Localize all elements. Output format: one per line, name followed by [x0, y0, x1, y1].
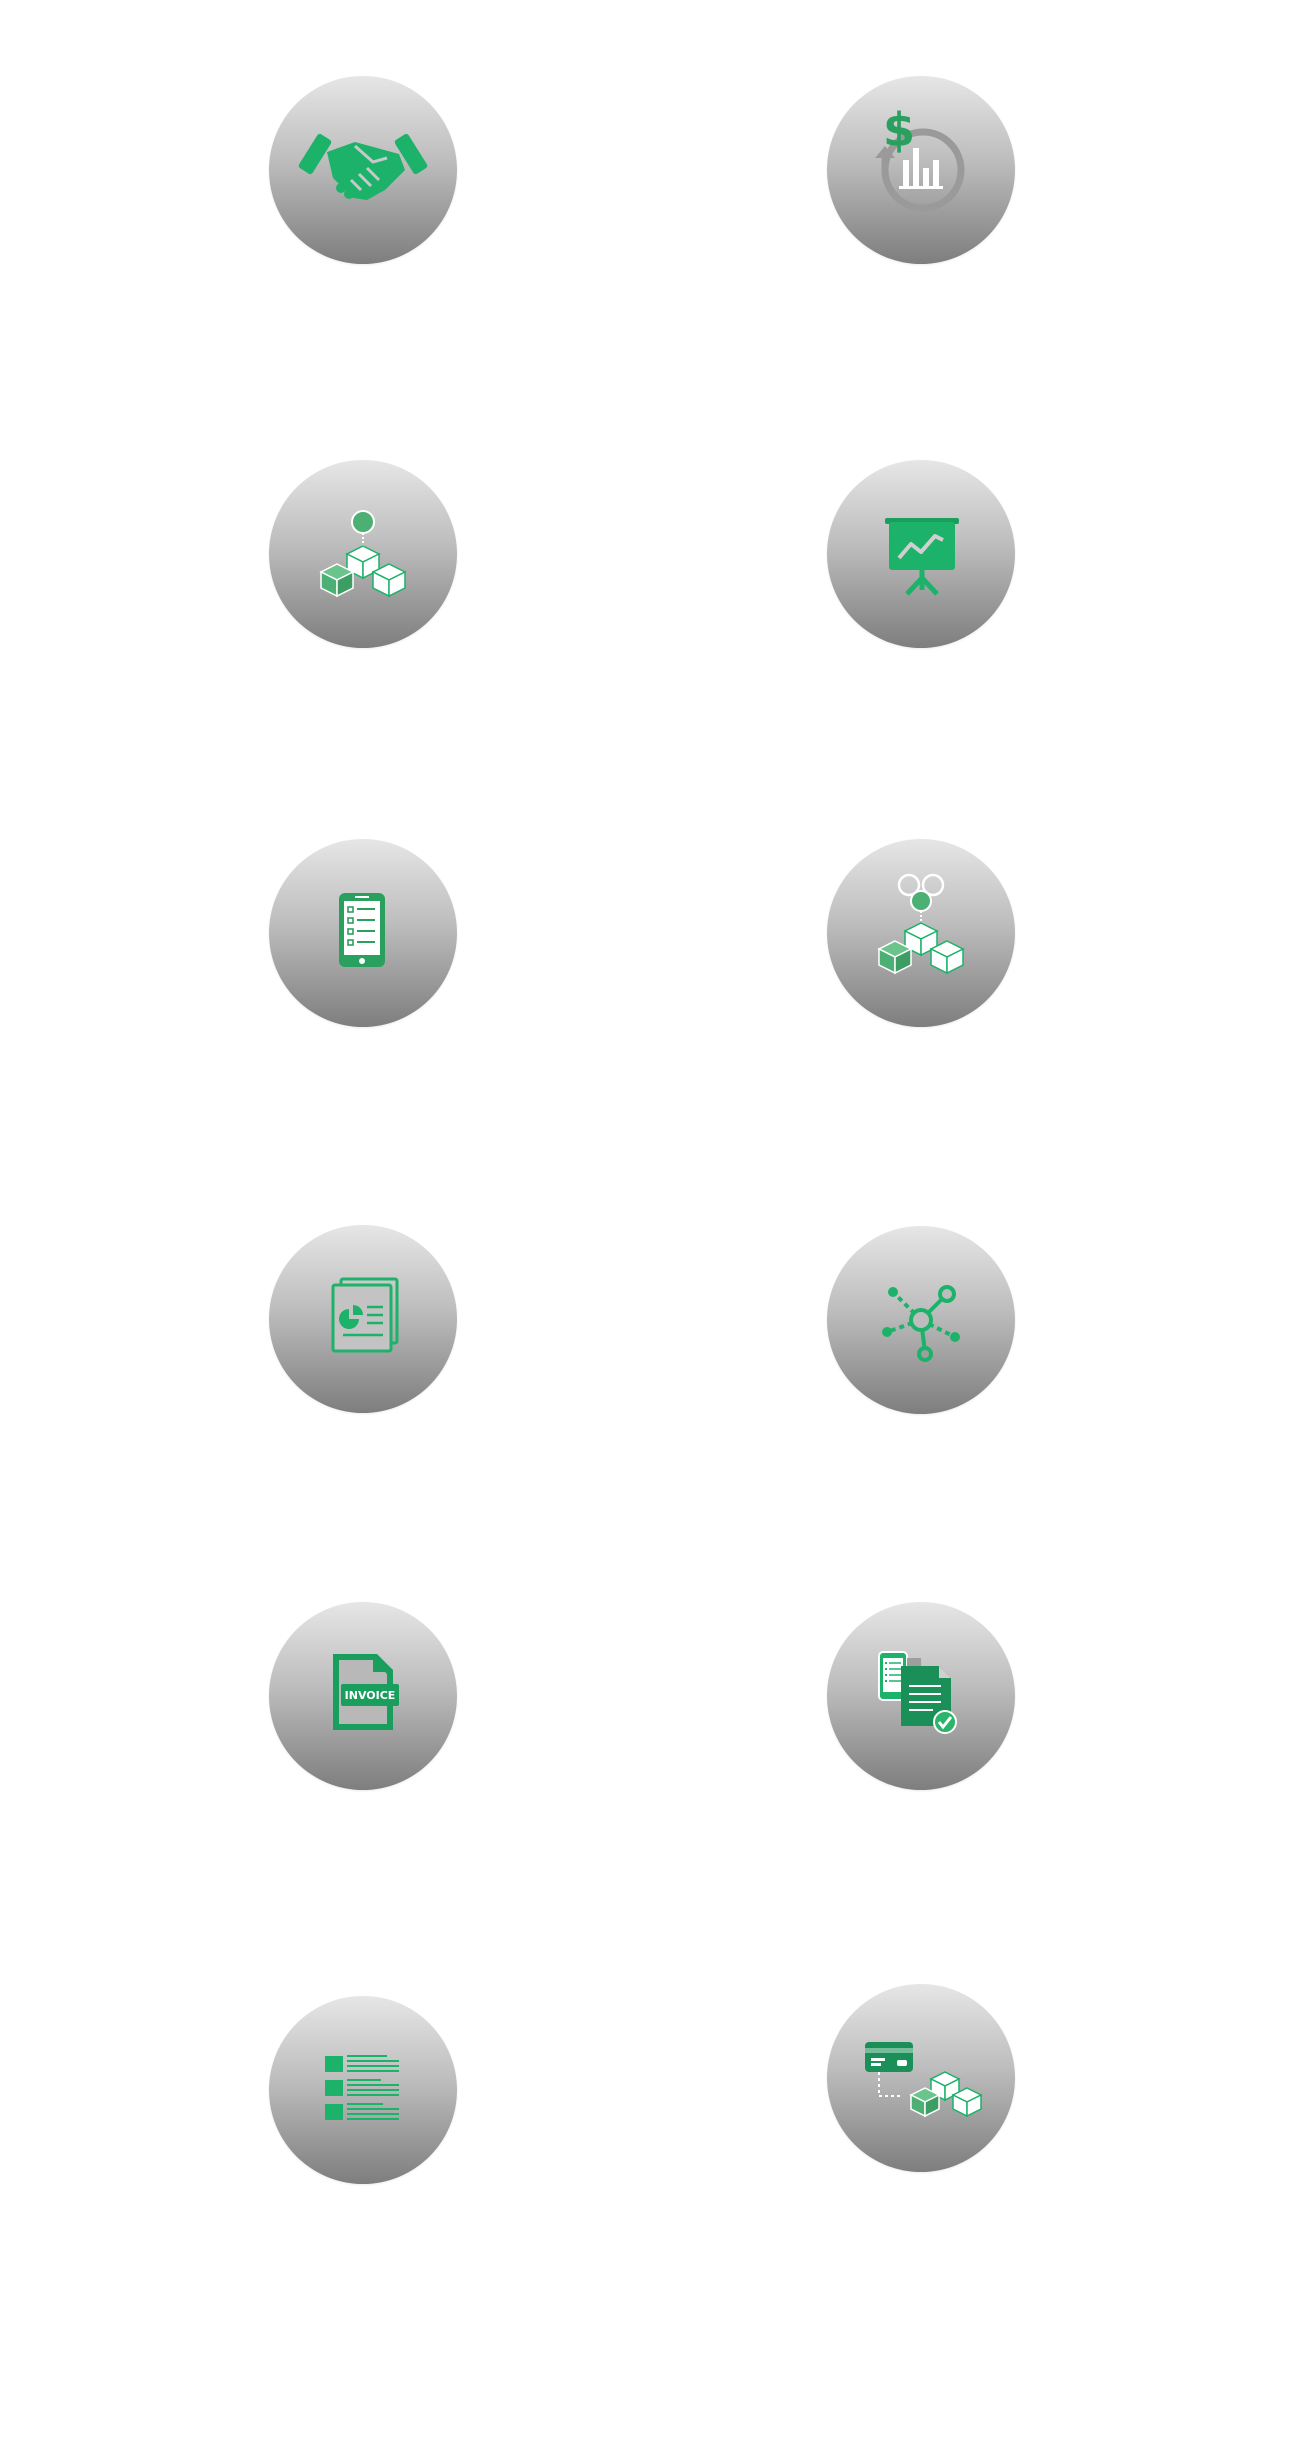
blocks-double-node-icon[interactable]: [827, 839, 1015, 1027]
blocks-single-node-icon[interactable]: [269, 460, 457, 648]
network-nodes-glyph: [882, 1285, 960, 1362]
handshake-glyph: [298, 133, 428, 200]
payment-blocks-glyph: [865, 2042, 983, 2118]
invoice-document-glyph: INVOICE: [333, 1654, 399, 1730]
list-lines-glyph: [325, 2055, 399, 2120]
blocks-single-node-glyph: [319, 510, 407, 598]
revenue-chart-glyph: $: [875, 103, 965, 212]
invoice-document-icon[interactable]: INVOICE: [269, 1602, 457, 1790]
report-pie-document-icon[interactable]: [269, 1225, 457, 1413]
revenue-chart-icon[interactable]: $: [827, 76, 1015, 264]
mobile-checklist-glyph: [339, 893, 385, 967]
network-nodes-icon[interactable]: [827, 1226, 1015, 1414]
presentation-board-icon[interactable]: [827, 460, 1015, 648]
report-pie-document-glyph: [331, 1277, 399, 1353]
blocks-double-node-glyph: [877, 873, 965, 975]
handshake-icon[interactable]: [269, 76, 457, 264]
payment-blocks-icon[interactable]: [827, 1984, 1015, 2172]
dollar-symbol: $: [883, 103, 915, 157]
invoice-label: INVOICE: [345, 1689, 396, 1702]
presentation-board-glyph: [885, 518, 959, 596]
approved-documents-icon[interactable]: [827, 1602, 1015, 1790]
mobile-checklist-icon[interactable]: [269, 839, 457, 1027]
approved-documents-glyph: [878, 1651, 957, 1734]
list-lines-icon[interactable]: [269, 1996, 457, 2184]
